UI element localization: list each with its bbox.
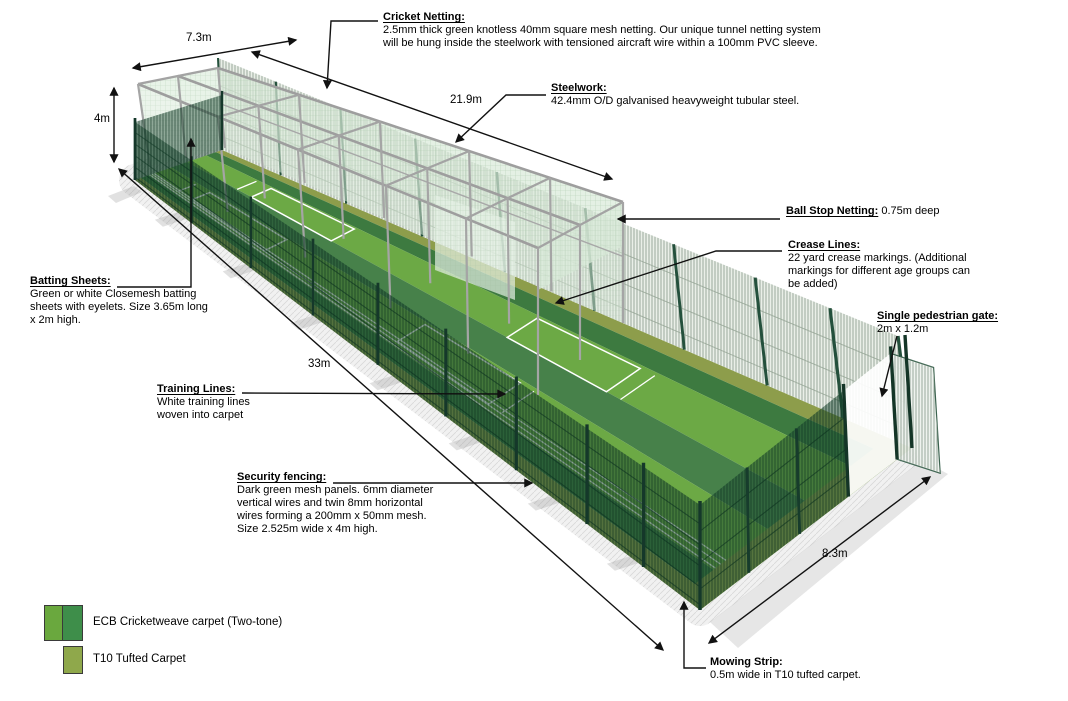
callout-title: Steelwork:	[551, 82, 607, 94]
callout-line: Size 2.525m wide x 4m high.	[237, 523, 378, 535]
legend-swatch-t10	[63, 646, 83, 674]
callout-line: 0.5m wide in T10 tufted carpet.	[710, 669, 861, 681]
callout-line: x 2m high.	[30, 314, 81, 326]
callout-ball-stop-netting: Ball Stop Netting: 0.75m deep	[786, 205, 1066, 218]
callout-line: 0.75m deep	[878, 205, 940, 217]
callout-steelwork: Steelwork: 42.4mm O/D galvanised heavywe…	[551, 82, 881, 108]
callout-line: 2m x 1.2m	[877, 323, 929, 335]
callout-line: Dark green mesh panels. 6mm diameter	[237, 484, 434, 496]
legend-label-ecb: ECB Cricketweave carpet (Two-tone)	[93, 616, 283, 628]
legend-label-t10: T10 Tufted Carpet	[93, 653, 186, 665]
callout-title: Security fencing:	[237, 471, 327, 483]
dimension-end-width: 8.3m	[822, 548, 848, 560]
callout-pedestrian-gate: Single pedestrian gate: 2m x 1.2m	[877, 310, 1067, 336]
callout-title: Single pedestrian gate:	[877, 310, 999, 322]
dimension-lines	[109, 36, 932, 651]
callout-mowing-strip: Mowing Strip: 0.5m wide in T10 tufted ca…	[710, 656, 950, 682]
callout-title: Mowing Strip:	[710, 656, 783, 668]
legend-swatch-ecb-dark	[63, 605, 83, 641]
callout-line: White training lines	[157, 396, 250, 408]
callout-training-lines: Training Lines: White training lines wov…	[157, 383, 327, 422]
callout-crease-lines: Crease Lines: 22 yard crease markings. (…	[788, 239, 1028, 291]
callout-title: Cricket Netting:	[383, 11, 465, 23]
callout-line: markings for different age groups can	[788, 265, 971, 277]
callout-line: Green or white Closemesh batting	[30, 288, 197, 300]
callout-line: 2.5mm thick green knotless 40mm square m…	[383, 24, 821, 36]
callout-cricket-netting: Cricket Netting: 2.5mm thick green knotl…	[383, 11, 903, 50]
callout-line: 42.4mm O/D galvanised heavyweight tubula…	[551, 95, 800, 107]
callout-line: be added)	[788, 278, 838, 290]
callout-title: Training Lines:	[157, 383, 236, 395]
callout-line: 22 yard crease markings. (Additional	[788, 252, 967, 264]
callout-title: Crease Lines:	[788, 239, 861, 251]
dimension-cage-width: 7.3m	[186, 32, 212, 44]
callout-line: wires forming a 200mm x 50mm mesh.	[237, 510, 427, 522]
dimension-total-length: 33m	[308, 358, 331, 370]
callout-line: sheets with eyelets. Size 3.65m long	[30, 301, 208, 313]
legend-swatch-ecb-light	[44, 605, 63, 641]
dimension-fence-height: 4m	[94, 113, 110, 125]
callout-security-fencing: Security fencing: Dark green mesh panels…	[237, 471, 482, 536]
dimension-cage-length: 21.9m	[450, 94, 482, 106]
callout-line: will be hung inside the steelwork with t…	[383, 37, 818, 49]
callout-title: Batting Sheets:	[30, 275, 111, 287]
callout-line: woven into carpet	[157, 409, 244, 421]
callout-line: vertical wires and twin 8mm horizontal	[237, 497, 423, 509]
callout-batting-sheets: Batting Sheets: Green or white Closemesh…	[30, 275, 260, 327]
callout-title: Ball Stop Netting:	[786, 205, 879, 217]
